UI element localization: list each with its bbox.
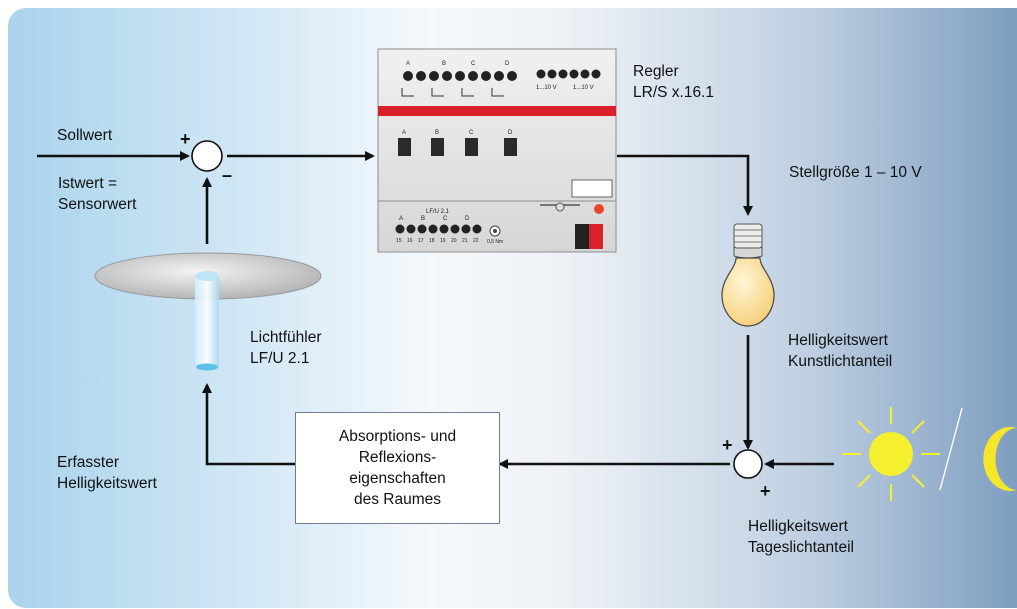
lower-channel-b: B: [421, 216, 425, 222]
signal-lines: [37, 151, 834, 469]
terminal-15: 15: [396, 238, 402, 244]
label-stellgroesse: Stellgröße 1 – 10 V: [789, 164, 922, 181]
sum1-minus-sign: –: [222, 165, 233, 185]
sum2-plus-bottom-sign: +: [760, 481, 771, 501]
lower-channel-d: D: [465, 216, 470, 222]
moon-icon: [983, 427, 1017, 491]
terminal-21: 21: [462, 238, 468, 244]
label-erfasster-helligkeitswert: Erfasster Helligkeitswert: [57, 454, 157, 492]
label-regler: Regler LR/S x.16.1: [633, 63, 714, 101]
label-lichtfuehler: Lichtfühler LF/U 2.1: [250, 329, 322, 367]
device-texts: A B C D 1...10 V 1...10 V A B C D LF/U 2…: [396, 61, 594, 245]
lower-channel-a: A: [399, 216, 403, 222]
sensor-terminal-label: 0,5 Nm: [487, 239, 503, 245]
device-top-label-c: C: [471, 61, 476, 67]
summing-junction-1: [191, 140, 223, 172]
terminal-20: 20: [451, 238, 457, 244]
device-top-label-b: B: [442, 61, 446, 67]
device-top-label-a: A: [406, 61, 410, 67]
terminal-18: 18: [429, 238, 435, 244]
label-sollwert: Sollwert: [57, 127, 113, 144]
label-helligkeit-kunstlicht: Helligkeitswert Kunstlichtanteil: [788, 332, 893, 370]
light-bulb-icon: [721, 223, 775, 327]
switch-label-a: A: [402, 130, 406, 136]
label-istwert: Istwert = Sensorwert: [58, 175, 137, 213]
device-lower-label: LF/U 2.1: [426, 209, 450, 215]
summing-junction-2: [733, 449, 763, 479]
switch-label-c: C: [469, 130, 474, 136]
terminal-22: 22: [473, 238, 479, 244]
sun-moon-divider: [939, 407, 963, 491]
sun-icon: [842, 407, 940, 501]
label-helligkeit-tageslicht: Helligkeitswert Tageslichtanteil: [748, 518, 854, 556]
terminal-16: 16: [407, 238, 413, 244]
switch-label-b: B: [435, 130, 439, 136]
device-top-label-d: D: [505, 61, 510, 67]
controller-device: [377, 48, 617, 253]
device-output-label-2: 1...10 V: [573, 85, 594, 91]
light-sensor: [94, 252, 322, 371]
room-properties-box: Absorptions- und Reflexions- eigenschaft…: [295, 412, 500, 524]
terminal-17: 17: [418, 238, 424, 244]
sum1-plus-sign: +: [180, 129, 191, 149]
device-output-label-1: 1...10 V: [536, 85, 557, 91]
terminal-19: 19: [440, 238, 446, 244]
room-properties-text: Absorptions- und Reflexions- eigenschaft…: [338, 428, 457, 508]
lower-channel-c: C: [443, 216, 448, 222]
switch-label-d: D: [508, 130, 513, 136]
sum2-plus-top-sign: +: [722, 435, 733, 455]
